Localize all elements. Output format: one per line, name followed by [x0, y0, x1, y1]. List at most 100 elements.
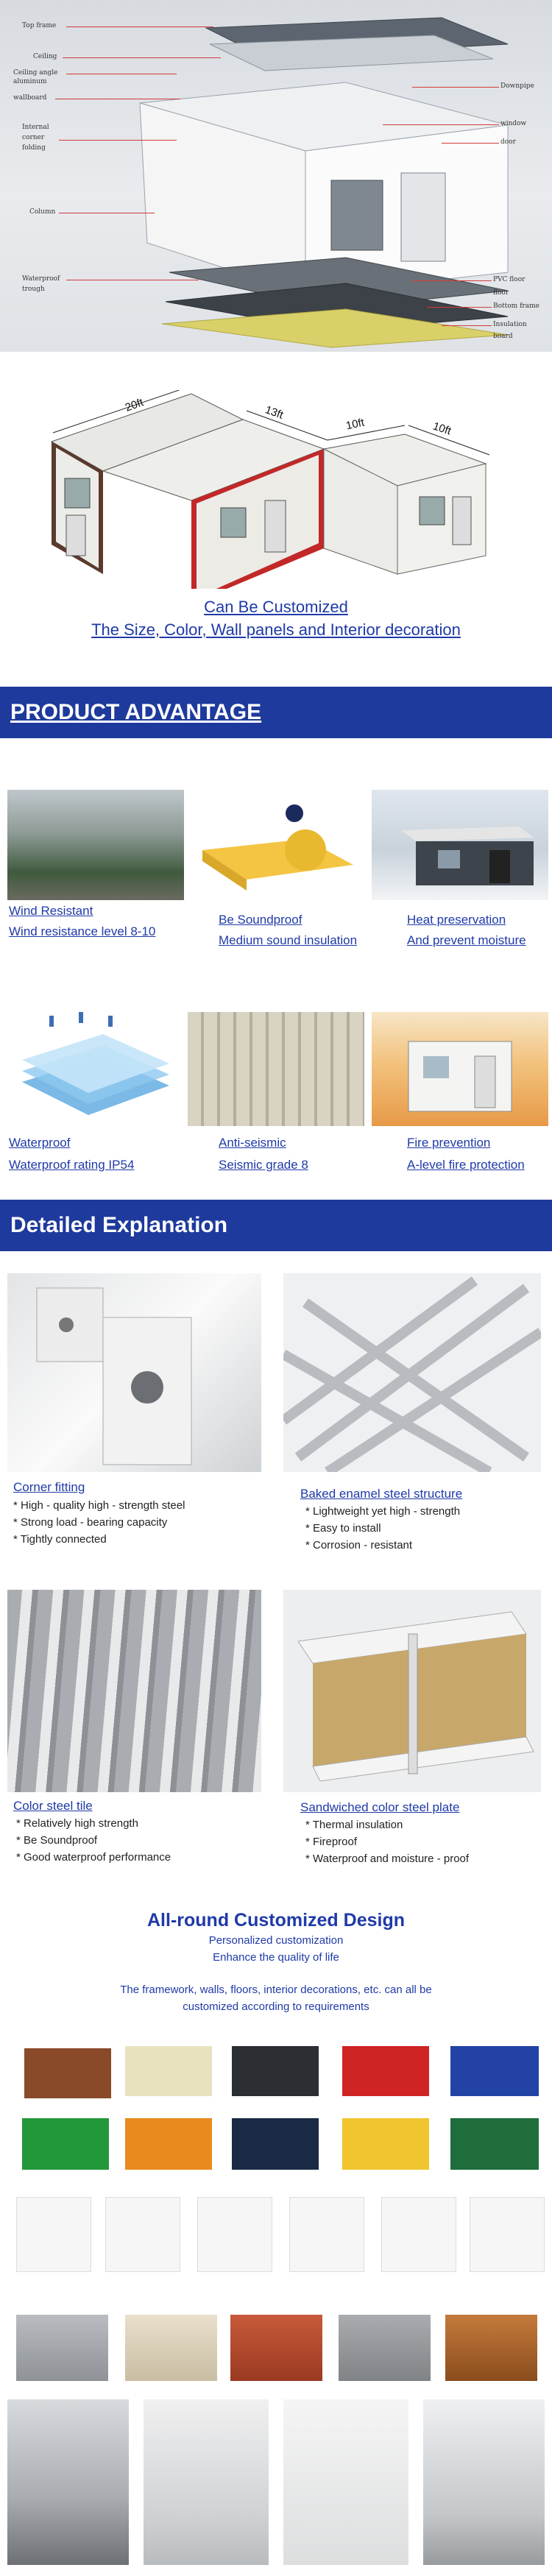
pointer-line [412, 280, 492, 281]
detail-bullet: * Strong load - bearing capacity [13, 1516, 168, 1529]
container-thumb [125, 2046, 212, 2096]
socket-thumb [105, 2197, 180, 2272]
detail-title-steel: Baked enamel steel structure [300, 1487, 463, 1501]
wind-resistant-photo [7, 790, 184, 900]
steel-structure-photo [283, 1273, 541, 1472]
pointer-line [412, 87, 499, 88]
container-thumb [450, 2118, 539, 2170]
adv-label-waterproof: Waterproof [9, 1136, 71, 1150]
interior-photo [283, 2399, 408, 2565]
container-thumb [22, 2046, 113, 2101]
container-plan-illustration: 20ft 13ft 10ft 10ft [44, 390, 515, 589]
color-steel-tile-photo [7, 1590, 261, 1792]
label-column: Column [29, 208, 56, 216]
custom-body-2: customized according to requirements [183, 2000, 369, 2013]
label-pvc-floor: PVC floor [493, 276, 526, 283]
label-insulation: Insulation [493, 321, 527, 328]
pointer-line [59, 140, 177, 141]
detail-bullet: * Good waterproof performance [16, 1851, 171, 1864]
container-thumb [450, 2046, 539, 2096]
container-thumb [125, 2118, 212, 2170]
socket-thumb [470, 2197, 545, 2272]
anti-seismic-photo [188, 1012, 364, 1126]
custom-sub-1: Personalized customization [208, 1934, 344, 1947]
interior-photo [7, 2399, 129, 2565]
adv-label-wind: Wind Resistant [9, 904, 93, 918]
detail-bullet: * Waterproof and moisture - proof [305, 1853, 470, 1865]
waterproof-photo [7, 1012, 184, 1126]
material-sample [125, 2315, 217, 2381]
adv-desc-waterproof: Waterproof rating IP54 [9, 1158, 135, 1172]
pointer-line [442, 325, 492, 326]
label-door: door [500, 138, 516, 146]
expandable-container-drawing [50, 390, 490, 589]
adv-desc-sound: Medium sound insulation [219, 933, 358, 947]
detailed-explanation-title: Detailed Explanation [10, 1213, 228, 1237]
exploded-diagram: Top frame Ceiling Ceiling angle aluminum… [0, 0, 552, 352]
material-sample [230, 2315, 322, 2381]
adv-desc-heat: And prevent moisture [407, 933, 526, 947]
detail-title-tile: Color steel tile [13, 1799, 93, 1813]
socket-thumb [197, 2197, 272, 2272]
pointer-line [442, 143, 499, 144]
detail-bullet: * Relatively high strength [16, 1817, 138, 1830]
customized-headline-1: Can Be Customized [204, 598, 348, 616]
container-thumb [232, 2118, 319, 2170]
adv-desc-fire: A-level fire protection [407, 1158, 525, 1172]
sandwich-plate-photo [283, 1590, 541, 1792]
detail-bullet: * High - quality high - strength steel [13, 1499, 185, 1512]
socket-thumb [16, 2197, 91, 2272]
label-folding: folding [22, 144, 46, 152]
label-downpipe: Downpipe [500, 82, 534, 90]
container-thumb [342, 2118, 429, 2170]
container-thumb [22, 2118, 109, 2170]
heat-preservation-photo [372, 790, 548, 900]
adv-desc-wind: Wind resistance level 8-10 [9, 924, 156, 938]
fire-prevention-photo [372, 1012, 548, 1126]
label-corner: corner [22, 134, 45, 141]
material-sample [339, 2315, 431, 2381]
label-waterproof: Waterproof [22, 275, 60, 283]
container-thumb [232, 2046, 319, 2096]
pointer-line [427, 307, 492, 308]
label-ceiling-angle: Ceiling angle [13, 69, 58, 77]
socket-thumb [289, 2197, 364, 2272]
customized-headline-2: The Size, Color, Wall panels and Interio… [91, 620, 461, 639]
detail-bullet: * Thermal insulation [305, 1819, 403, 1831]
material-sample [16, 2315, 108, 2381]
label-board: board [493, 333, 513, 340]
corner-fitting-photo [7, 1273, 261, 1472]
product-advantage-banner: PRODUCT ADVANTAGE [0, 687, 552, 738]
pointer-line [63, 57, 221, 58]
socket-thumb [381, 2197, 456, 2272]
detail-bullet: * Easy to install [305, 1522, 381, 1535]
product-advantage-title: PRODUCT ADVANTAGE [10, 700, 262, 724]
detail-title-sandwich: Sandwiched color steel plate [300, 1800, 460, 1814]
interior-photo [423, 2399, 545, 2565]
label-bottom-frame: Bottom frame [493, 302, 539, 310]
detail-bullet: * Lightweight yet high - strength [305, 1505, 461, 1518]
custom-body-1: The framework, walls, floors, interior d… [120, 1984, 432, 1996]
adv-label-heat: Heat preservation [407, 913, 506, 927]
label-ceiling: Ceiling [33, 53, 57, 60]
material-sample [445, 2315, 537, 2381]
container-thumb [342, 2046, 429, 2096]
soundproof-photo [195, 795, 361, 902]
detail-bullet: * Corrosion - resistant [305, 1539, 413, 1551]
adv-label-fire: Fire prevention [407, 1136, 491, 1150]
adv-label-sound: Be Soundproof [219, 913, 302, 927]
label-aluminum: aluminum [13, 78, 47, 85]
label-internal: Internal [22, 124, 49, 131]
detail-title-corner: Corner fitting [13, 1480, 85, 1494]
adv-desc-seismic: Seismic grade 8 [219, 1158, 308, 1172]
detailed-explanation-banner: Detailed Explanation [0, 1200, 552, 1251]
label-floor: floor [493, 289, 509, 297]
label-top-frame: Top frame [22, 22, 57, 29]
pointer-line [66, 26, 213, 27]
custom-title: All-round Customized Design [147, 1910, 405, 1931]
label-window: window [500, 120, 527, 127]
interior-photo [144, 2399, 269, 2565]
adv-label-seismic: Anti-seismic [219, 1136, 286, 1150]
diagram-illustration [139, 17, 509, 348]
detail-bullet: * Tightly connected [13, 1533, 107, 1546]
